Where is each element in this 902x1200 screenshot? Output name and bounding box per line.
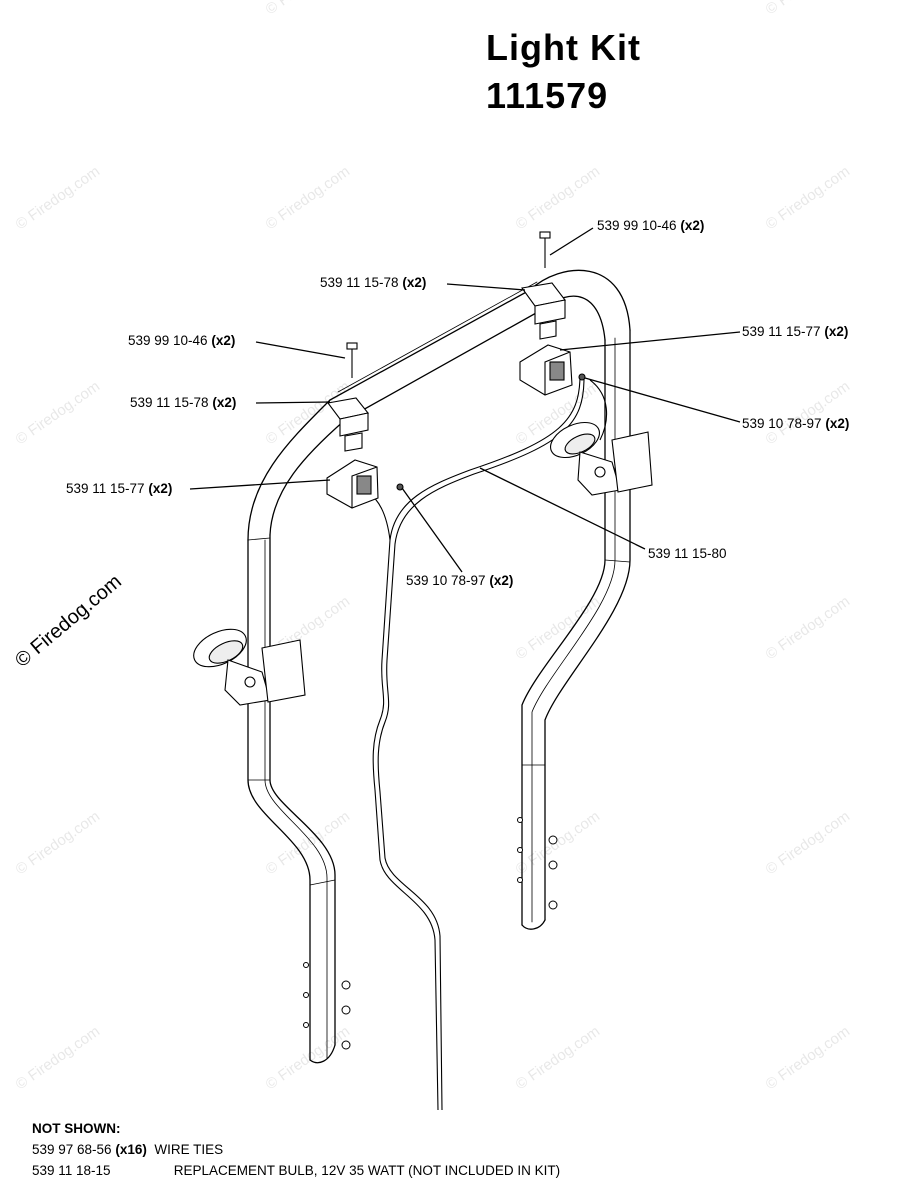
not-shown-heading: NOT SHOWN:	[32, 1121, 121, 1136]
not-shown-description: REPLACEMENT BULB, 12V 35 WATT (NOT INCLU…	[173, 1163, 561, 1178]
watermark: © Firedog.com	[763, 163, 854, 233]
left-tube-outer	[247, 539, 311, 1061]
not-shown-item: 539 11 18-15 REPLACEMENT BULB, 12V 35 WA…	[32, 1160, 560, 1181]
watermark: © Firedog.com	[763, 378, 854, 448]
watermark: © Firedog.com	[13, 163, 104, 233]
watermark: © Firedog.com	[13, 378, 104, 448]
bolts	[346, 231, 551, 378]
callout-label: 539 99 10-46 (x2)	[128, 333, 235, 348]
right-tube-end	[521, 919, 546, 930]
watermark: © Firedog.com	[763, 0, 854, 18]
top-rail-front	[329, 289, 531, 401]
watermark-grid: © Firedog.com © Firedog.com © Firedog.co…	[11, 0, 853, 1093]
right-tube-back	[531, 337, 616, 923]
side-lights	[193, 421, 653, 706]
callout-label: 539 10 78-97 (x2)	[406, 573, 513, 588]
kit-number: 111579	[486, 75, 609, 116]
left-bend-inner	[269, 419, 346, 536]
callout-label: 539 10 78-97 (x2)	[742, 416, 849, 431]
watermark: © Firedog.com	[763, 593, 854, 663]
watermark: © Firedog.com	[513, 808, 604, 878]
diagram-title: Light Kit	[486, 27, 641, 68]
top-rail-back	[337, 281, 538, 393]
callout-label: 539 11 15-80	[648, 546, 727, 561]
callout-label: 539 11 15-78 (x2)	[320, 275, 426, 290]
right-bend-outer	[529, 269, 631, 331]
work-lights	[326, 344, 586, 509]
callout-label: 539 11 15-77 (x2)	[742, 324, 848, 339]
not-shown-description: WIRE TIES	[154, 1142, 224, 1157]
wire-harness	[349, 374, 608, 1111]
top-rail-front2	[344, 307, 546, 421]
rail-brackets	[327, 282, 566, 452]
watermark: © Firedog.com	[763, 808, 854, 878]
left-tube-inner	[269, 534, 336, 1046]
not-shown-part: 539 97 68-56	[32, 1142, 112, 1157]
right-tube-inner	[521, 339, 606, 926]
watermark: © Firedog.com	[263, 1023, 354, 1093]
not-shown-notes: NOT SHOWN: 539 97 68-56 (x16) WIRE TIES …	[32, 1118, 560, 1181]
watermark: © Firedog.com	[513, 163, 604, 233]
not-shown-qty: (x16)	[115, 1142, 147, 1157]
leader-lines	[189, 227, 741, 573]
bolt-holes	[303, 817, 558, 1050]
callout-label: 539 11 15-78 (x2)	[130, 395, 236, 410]
watermark-large: © Firedog.com	[11, 570, 126, 671]
callout-label: 539 11 15-77 (x2)	[66, 481, 172, 496]
handle-frame	[247, 269, 631, 1064]
callout-labels: 539 99 10-46 (x2) 539 11 15-78 (x2) 539 …	[66, 218, 849, 588]
watermark: © Firedog.com	[263, 0, 354, 18]
watermark: © Firedog.com	[13, 808, 104, 878]
not-shown-part: 539 11 18-15	[32, 1163, 111, 1178]
watermark: © Firedog.com	[763, 1023, 854, 1093]
not-shown-item: 539 97 68-56 (x16) WIRE TIES	[32, 1139, 560, 1160]
left-tube-end	[309, 1044, 336, 1064]
watermark: © Firedog.com	[13, 1023, 104, 1093]
left-tube-back	[264, 539, 328, 1059]
right-tube-outer	[544, 329, 631, 921]
left-bend-outer	[247, 399, 331, 541]
watermark: © Firedog.com	[513, 1023, 604, 1093]
callout-label: 539 99 10-46 (x2)	[597, 218, 704, 233]
watermark: © Firedog.com	[263, 163, 354, 233]
